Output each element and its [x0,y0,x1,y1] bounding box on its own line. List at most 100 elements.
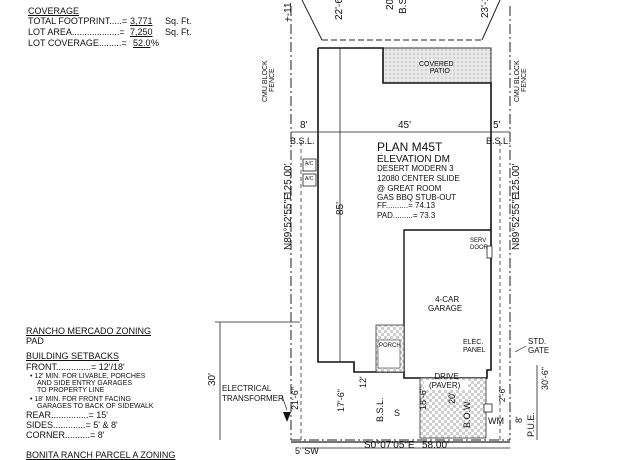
bonita-zoning-title: BONITA RANCH PARCEL A ZONING [26,450,176,460]
setback-note: GARAGES TO BACK OF SIDEWALK [37,403,154,410]
dim-20: 20' [447,392,457,404]
covered-patio [382,47,492,84]
setback-rear: REAR...............= 15' [26,410,108,420]
serv-door-line: SERV [470,238,487,244]
garage-label: 4-CAR GARAGE [428,295,462,313]
plan-line: GAS BBQ STUB-OUT [377,193,457,202]
std-gate-label: STD. GATE [528,337,549,355]
dim-45: 45' [398,120,412,131]
setback-corner: CORNER..........= 8' [26,430,105,440]
bsl-right-label: B.S.L. [486,136,511,146]
setback-sides: SIDES.............= 5' & 8' [26,420,118,430]
coverage-row-unit: Sq. Ft. [165,27,192,37]
front-length: 58.00' [422,440,449,451]
coverage-row-value: 3,771 [130,16,153,26]
coverage-row-value: 7,250 [130,27,153,37]
plan-pad: PAD.........= 73.3 [377,211,436,220]
std-gate-line: STD. [528,337,547,346]
dim-21-6: 21'-6" [290,387,300,410]
porch-label: PORCH [379,343,401,349]
transformer-symbol [283,412,291,422]
plan-line: DESERT MODERN 3 [377,164,454,173]
coverage-row-label: TOTAL FOOTPRINT.....= [28,16,128,26]
bearing-right: N89°52'55"E [511,193,522,250]
coverage-row-label: LOT AREA...................= [28,27,125,37]
cmu-fence-line: FENCE [521,68,528,92]
setback-note: • 18' MIN. FOR FRONT FACING [30,396,131,403]
dim-2-6: 2'-6" [498,386,507,402]
bearing-left-length: 125.00' [283,163,294,197]
bsl-left-label: B.S.L. [290,136,315,146]
zoning-value: PAD [26,336,44,346]
setback-front: FRONT..............= 12'/18' [26,362,125,372]
coverage-row-unit: Sq. Ft. [165,16,192,26]
ac-label: A/C [305,161,314,167]
dim-8b: 8' [514,416,524,423]
plan-line: @ GREAT ROOM [377,184,442,193]
ac-unit-1 [302,158,317,172]
drive-line: DRIVE [434,372,459,381]
coverage-row-unit: % [151,38,160,48]
covered-patio-line: PATIO [429,68,450,75]
dim-top2: 22'-6" [334,0,345,20]
coverage-row-value: 52.0 [133,38,151,48]
elec-panel-line: ELEC. [463,339,484,346]
drive-label: DRIVE (PAVER) [429,372,460,390]
front-bearing: S0°07'05"E [364,440,415,451]
serv-door-line: DOOR [470,245,488,251]
zoning-title: RANCHO MERCADO ZONING [26,326,152,336]
bearing-right-length: 125.00' [511,163,522,197]
bow-label: B.O.W. [462,399,472,428]
bsl-front-label: B.S.L. [375,397,385,422]
ac-label: A/C [305,176,314,182]
dim-30: 30' [207,372,218,386]
garage-line: 4-CAR [435,295,460,304]
coverage-title: COVERAGE [28,6,80,16]
pue-label: P.U.E. [526,412,536,437]
drive-line: (PAVER) [429,381,461,390]
dim-30-6: 30'-6" [540,367,550,390]
wm-label: WM [488,416,504,426]
water-meter-box [483,403,493,413]
std-gate-line: GATE [528,346,550,355]
cmu-fence-right: CMU BLOCK FENCE [514,60,528,102]
elec-panel-line: PANEL [463,347,486,354]
setbacks-title: BUILDING SETBACKS [26,351,120,361]
cmu-fence-line: CMU BLOCK [514,60,521,102]
plan-ff: FF..........= 74.13 [377,201,436,210]
dim-5: 5' [493,120,501,131]
serv-door-label: SERV DOOR [470,238,488,252]
dim-top5: 23'-1" [480,0,491,18]
plan-line: ELEVATION DM [377,154,450,165]
plan-line: 12080 CENTER SLIDE [377,174,460,183]
dim-top4: B.S.L. [398,0,409,14]
dim-17-6: 17'-6" [336,389,346,412]
sidewalk-label: 5' SW [295,446,319,456]
s-mark: S [394,408,401,418]
plan-name: PLAN M45T [377,140,443,154]
dim-18-6: 18'-6" [418,387,428,410]
dim-85: 85' [335,201,346,215]
covered-patio-label: COVERED PATIO [419,61,454,75]
cmu-fence-left: CMU BLOCK FENCE [262,60,276,102]
electrical-transformer-label: ELECTRICAL TRANSFORMER [222,384,284,404]
garage-line: GARAGE [428,304,463,313]
ac-unit-2 [302,173,317,187]
elec-panel-label: ELEC. PANEL [463,339,485,355]
coverage-row-label: LOT COVERAGE.........= [28,38,127,48]
setback-note: AND SIDE ENTRY GARAGES [37,380,133,387]
bearing-left: N89°52'55"E [283,193,294,250]
cmu-fence-line: FENCE [269,68,276,92]
dim-top3: 20' [385,0,396,10]
electrical-line: TRANSFORMER [222,394,284,403]
dim-8: 8' [300,120,308,131]
dim-12: 12' [358,376,368,388]
house-footprint [317,47,492,379]
covered-patio-line: COVERED [419,61,454,68]
electrical-line: ELECTRICAL [222,384,272,393]
dim-top1: +-11 [283,2,294,22]
cmu-fence-line: CMU BLOCK [262,60,269,102]
setback-note: • 12' MIN. FOR LIVABLE, PORCHES [30,373,146,380]
setback-note: TO PROPERTY LINE [37,387,105,394]
